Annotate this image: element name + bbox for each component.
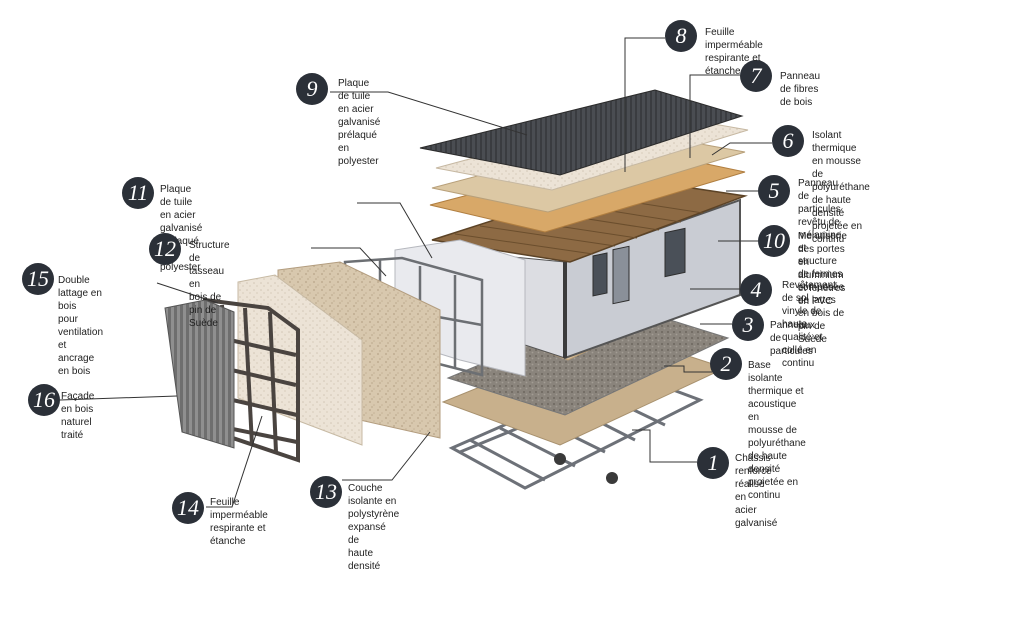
leader-lines: [59, 37, 772, 508]
callout-number-6: 6: [772, 125, 804, 157]
chassis-wheel: [554, 453, 566, 465]
callout-number-5: 5: [758, 175, 790, 207]
callout-label-8: Feuille imperméable respirante et étanch…: [705, 27, 763, 77]
callout-label-5: Panneau de particules revêtu de mélamine…: [798, 178, 845, 345]
callout-number-13: 13: [310, 476, 342, 508]
callout-label-15: Double lattage en bois pour ventilation …: [58, 275, 104, 377]
treated-wood-facade: [164, 299, 235, 449]
callout-label-6: Isolant thermique en mousse de polyuréth…: [812, 130, 870, 245]
steel-roof-tile: [419, 89, 744, 176]
callout-number-2: 2: [710, 348, 742, 380]
callout-number-8: 8: [665, 20, 697, 52]
callout-number-15: 15: [22, 263, 54, 295]
callout-label-14: Feuille imperméable respirante et étanch…: [210, 497, 268, 547]
callout-number-16: 16: [28, 384, 60, 416]
callout-number-12: 12: [149, 233, 181, 265]
callout-number-10: 10: [758, 225, 790, 257]
callout-label-9: Plaque de tuile en acier galvanisé préla…: [338, 78, 381, 167]
callout-label-16: Façade en bois naturel traité: [61, 391, 95, 441]
callout-label-7: Panneau de fibres de bois: [780, 71, 821, 108]
callout-label-12: Structure de tasseau en bois de pin de S…: [189, 240, 230, 329]
callout-number-11: 11: [122, 177, 154, 209]
callout-number-3: 3: [732, 309, 764, 341]
callout-number-4: 4: [740, 274, 772, 306]
callout-number-14: 14: [172, 492, 204, 524]
callout-number-1: 1: [697, 447, 729, 479]
callout-label-4: Revêtement de sol vinyle de haute qualit…: [782, 280, 836, 369]
callout-label-10: Menuiserie des portes en aluminium et fe…: [798, 231, 847, 307]
callout-label-13: Couche isolante en polystyrène expansé d…: [348, 483, 400, 572]
callout-number-9: 9: [296, 73, 328, 105]
callout-label-2: Base isolante thermique et acoustique en…: [748, 360, 806, 501]
callout-label-3: Panneaux de particules: [770, 320, 816, 357]
callout-label-1: Châssis renforcé réalisé en acier galvan…: [735, 453, 778, 529]
callout-number-7: 7: [740, 60, 772, 92]
chassis-wheel: [606, 472, 618, 484]
